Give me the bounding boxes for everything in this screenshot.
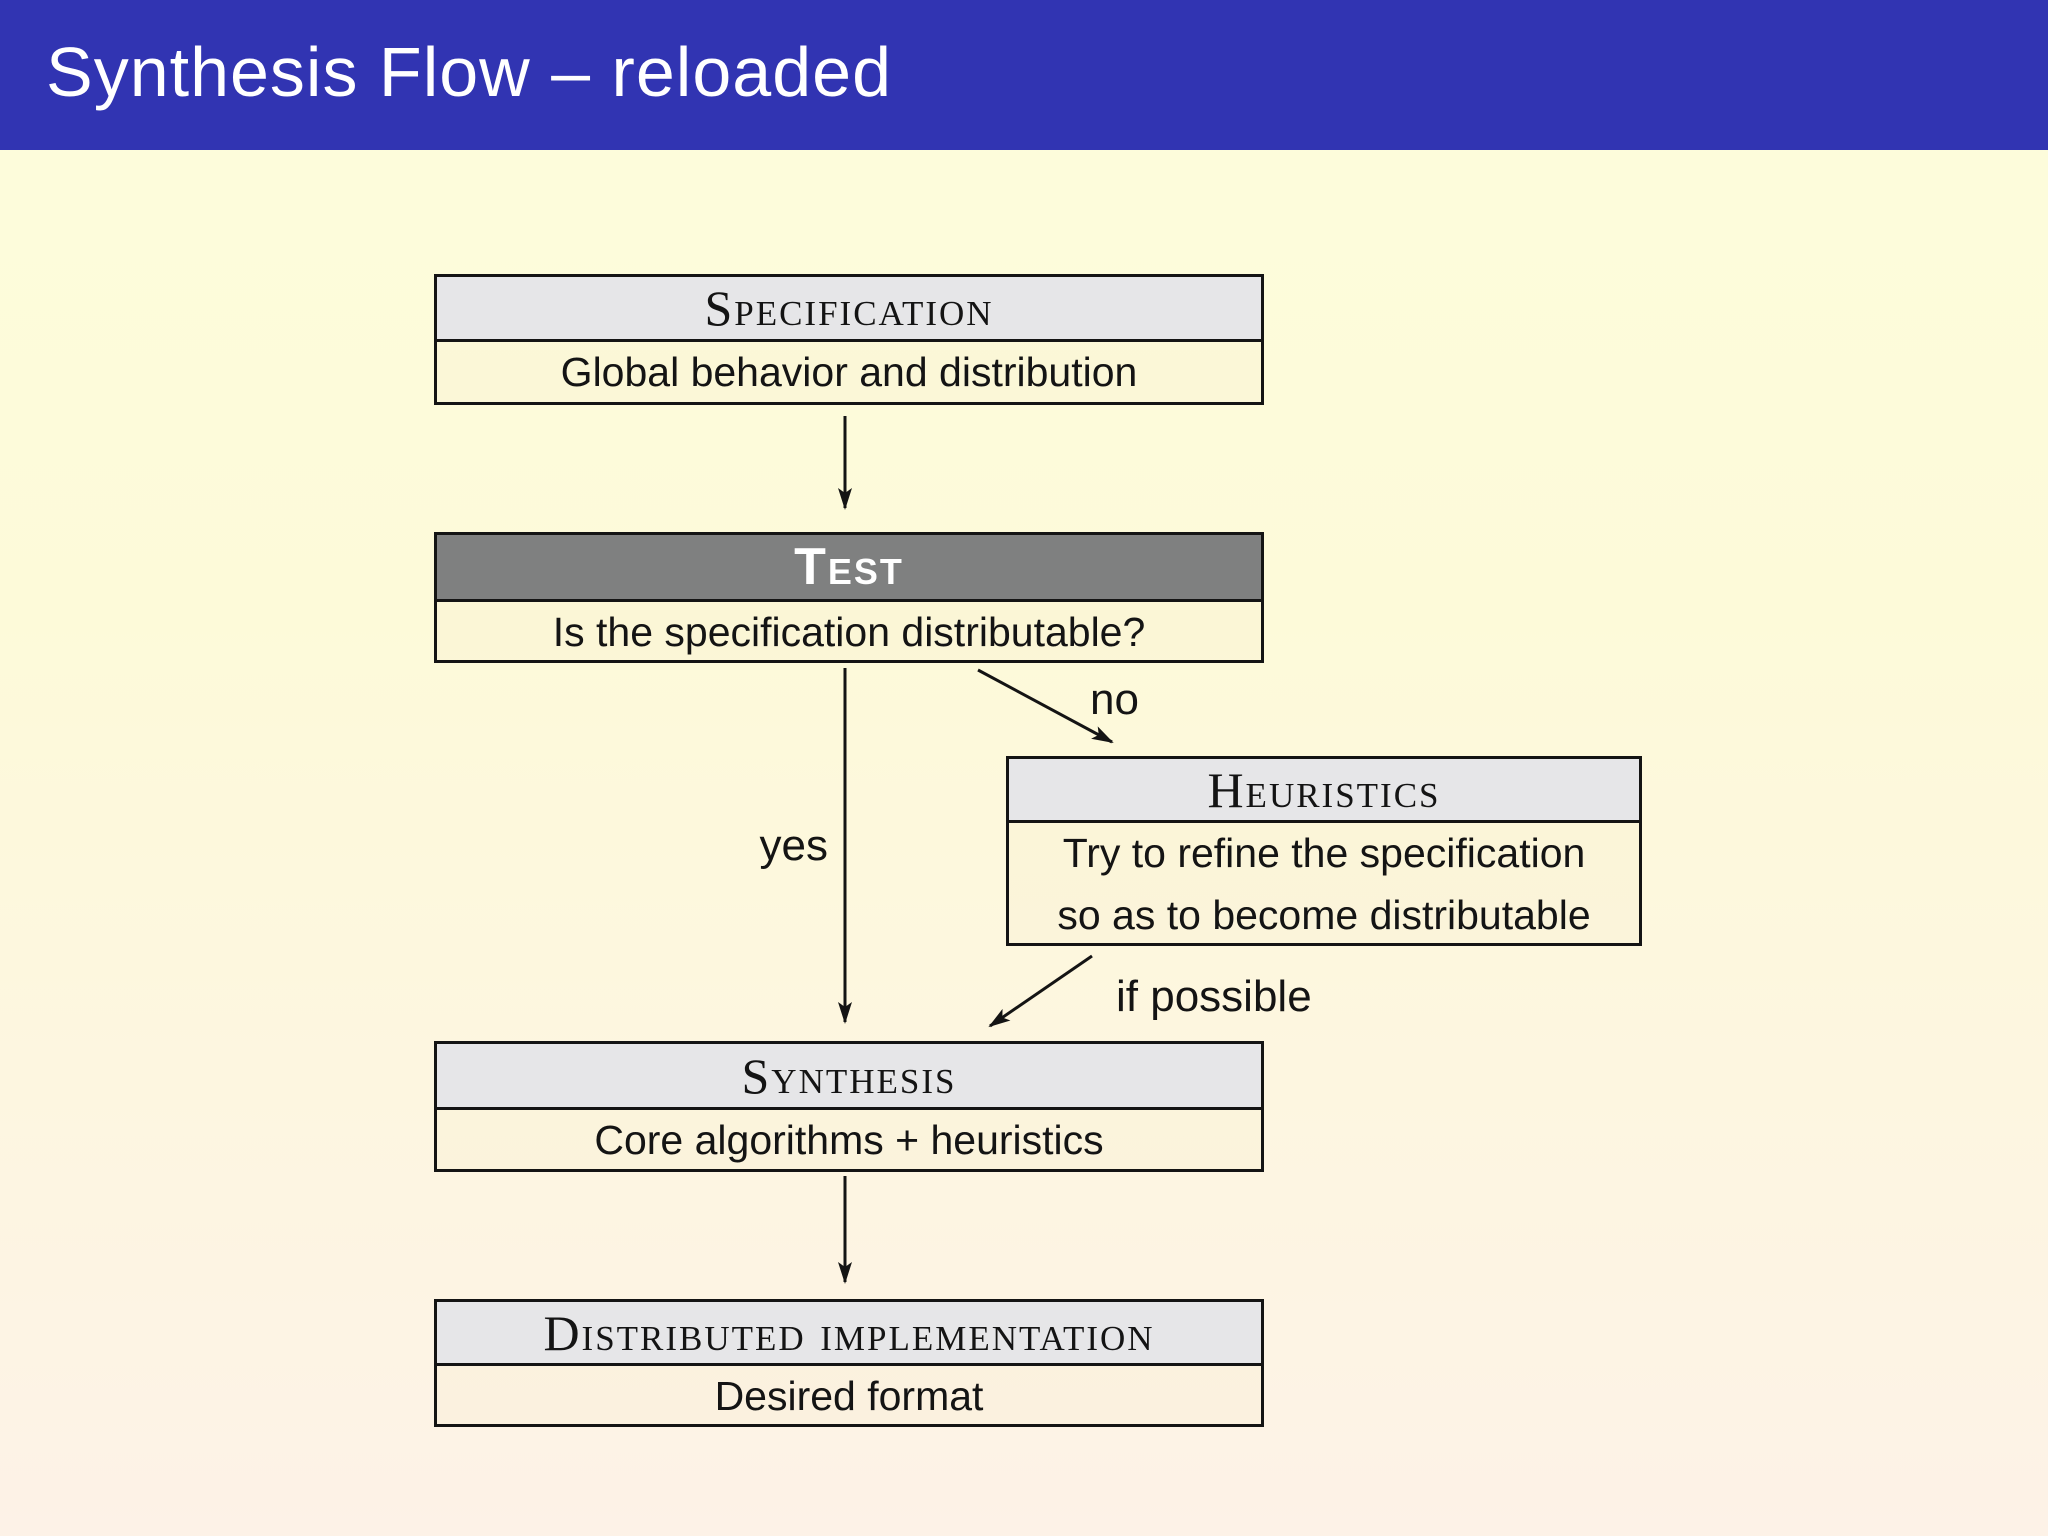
edge-label-if-possible: if possible xyxy=(1116,972,1312,1021)
node-test-body: Is the specification distributable? xyxy=(437,602,1261,664)
node-test-body-line: Is the specification distributable? xyxy=(552,609,1146,655)
node-distributed-implementation-body: Desired format xyxy=(437,1366,1261,1428)
node-test-header: Test xyxy=(437,535,1261,602)
node-heuristics: Heuristics Try to refine the specificati… xyxy=(1006,756,1642,946)
node-synthesis: Synthesis Core algorithms + heuristics xyxy=(434,1041,1264,1172)
title-bar: Synthesis Flow – reloaded xyxy=(0,0,2048,150)
node-heuristics-body-line: so as to become distributable xyxy=(1057,891,1591,938)
slide-title: Synthesis Flow – reloaded xyxy=(46,33,892,111)
node-test: Test Is the specification distributable? xyxy=(434,532,1264,663)
node-synthesis-header: Synthesis xyxy=(437,1044,1261,1110)
node-specification-header: Specification xyxy=(437,277,1261,342)
node-heuristics-header: Heuristics xyxy=(1009,759,1639,823)
node-heuristics-body: Try to refine the specification so as to… xyxy=(1009,823,1639,946)
edge-label-yes: yes xyxy=(759,821,828,870)
node-specification-body: Global behavior and distribution xyxy=(437,342,1261,404)
node-distributed-implementation: Distributed implementation Desired forma… xyxy=(434,1299,1264,1427)
node-distributed-implementation-body-line: Desired format xyxy=(714,1373,984,1419)
node-specification: Specification Global behavior and distri… xyxy=(434,274,1264,405)
node-heuristics-body-line: Try to refine the specification xyxy=(1062,830,1586,876)
node-synthesis-body: Core algorithms + heuristics xyxy=(437,1110,1261,1172)
node-synthesis-body-line: Core algorithms + heuristics xyxy=(594,1117,1104,1163)
node-distributed-implementation-header: Distributed implementation xyxy=(437,1302,1261,1366)
edge-label-no: no xyxy=(1090,675,1139,724)
arrow-heuristics-to-synthesis-icon xyxy=(988,954,1093,1028)
node-specification-body-line: Global behavior and distribution xyxy=(560,349,1138,395)
